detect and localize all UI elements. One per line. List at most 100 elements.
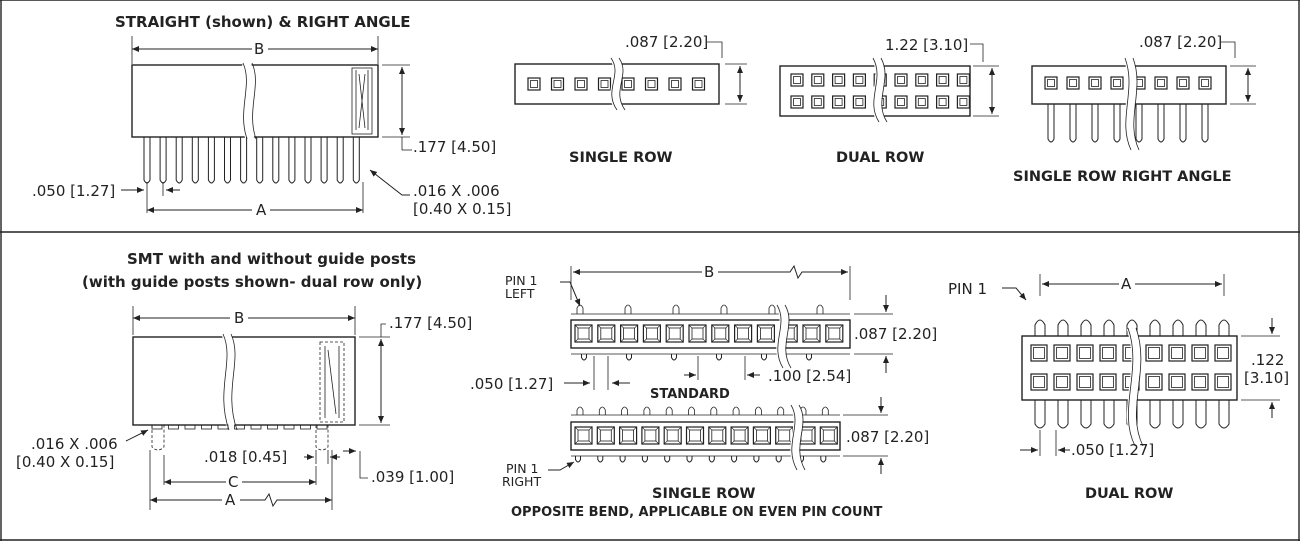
pin bbox=[716, 354, 722, 361]
smt-post-label: .018 [0.45] bbox=[204, 448, 287, 466]
contact-hole bbox=[1214, 344, 1232, 362]
contact-hole-inner bbox=[1079, 376, 1091, 388]
contact-hole-inner bbox=[938, 76, 947, 84]
contact-hole-inner bbox=[646, 327, 658, 340]
contact-hole-inner bbox=[624, 80, 632, 88]
dual-bottom-pin bbox=[1103, 400, 1115, 429]
opposite-caption-1: SINGLE ROW bbox=[652, 486, 756, 502]
contact-hole bbox=[1076, 344, 1094, 362]
contact-hole bbox=[1088, 76, 1102, 90]
contact-hole-inner bbox=[1217, 347, 1229, 359]
dual-bottom-pin bbox=[1149, 400, 1161, 429]
pin bbox=[597, 456, 604, 463]
dual-pin1-label: PIN 1 bbox=[948, 280, 987, 298]
dual-row-caption: DUAL ROW bbox=[836, 150, 924, 166]
opposite-caption-2: OPPOSITE BEND, APPLICABLE ON EVEN PIN CO… bbox=[511, 505, 882, 520]
contact-hole-inner bbox=[834, 98, 843, 106]
contact-hole-inner bbox=[760, 327, 772, 340]
pin bbox=[1126, 319, 1138, 336]
contact-hole-inner bbox=[1056, 376, 1068, 388]
pin bbox=[1103, 319, 1115, 336]
dual-bottom-pin bbox=[1057, 400, 1069, 429]
contact-hole bbox=[852, 73, 867, 87]
straight-side-view: STRAIGHT (shown) & RIGHT ANGLE B .177 [4… bbox=[32, 13, 511, 219]
contact-hole-inner bbox=[917, 98, 926, 106]
contact-hole-inner bbox=[855, 98, 864, 106]
opposite-top-pin bbox=[688, 406, 695, 415]
contact-hole bbox=[1198, 76, 1212, 90]
smt-foot bbox=[300, 424, 311, 430]
smt-title-2: (with guide posts shown- dual row only) bbox=[82, 273, 422, 291]
straight-title: STRAIGHT (shown) & RIGHT ANGLE bbox=[115, 13, 411, 31]
pin bbox=[320, 137, 328, 184]
contact-hole bbox=[668, 77, 682, 91]
smt-foot bbox=[201, 424, 212, 430]
pin bbox=[775, 456, 782, 463]
contact-hole-inner bbox=[813, 76, 822, 84]
dual-bottom-pin bbox=[1034, 400, 1046, 429]
contact-hole-inner bbox=[756, 429, 768, 442]
opposite-top-pin bbox=[665, 406, 673, 415]
pin bbox=[191, 137, 199, 184]
contact-hole bbox=[1145, 373, 1163, 391]
straight-pitch-label: .050 [1.27] bbox=[32, 182, 115, 200]
smt-pin-size-1: .016 X .006 bbox=[31, 435, 118, 453]
pin bbox=[175, 137, 183, 184]
smt-height-label: .177 [4.50] bbox=[389, 314, 472, 332]
contact-hole bbox=[1110, 76, 1124, 90]
pin bbox=[1172, 319, 1184, 336]
dual-row-smt-view: PIN 1 A .122 [3.10] .050 [1.27] DUAL ROW bbox=[948, 274, 1289, 502]
contact-hole bbox=[621, 77, 635, 91]
contact-hole bbox=[831, 95, 846, 109]
contact-hole-inner bbox=[1148, 376, 1160, 388]
smt-title-1: SMT with and without guide posts bbox=[127, 250, 416, 268]
contact-hole-inner bbox=[647, 80, 656, 88]
contact-hole bbox=[1030, 373, 1048, 391]
dual-row-top-view: 1.22 [3.10] DUAL ROW bbox=[779, 36, 999, 166]
pin bbox=[820, 456, 827, 463]
contact-hole-inner bbox=[822, 429, 835, 442]
contact-hole-inner bbox=[1113, 79, 1121, 87]
pin bbox=[619, 456, 626, 463]
contact-hole bbox=[852, 95, 867, 109]
contact-hole-inner bbox=[778, 429, 791, 442]
opposite-top-pin bbox=[643, 406, 651, 415]
opposite-height: .087 [2.20] bbox=[846, 428, 929, 446]
straight-dim-b: B bbox=[254, 40, 264, 58]
dual-dim-a: A bbox=[1121, 275, 1132, 293]
smt-foot bbox=[168, 424, 179, 430]
contact-hole-inner bbox=[530, 80, 538, 88]
contact-hole bbox=[831, 73, 846, 87]
standard-height: .087 [2.20] bbox=[854, 325, 937, 343]
contact-hole bbox=[1099, 344, 1117, 362]
pin bbox=[686, 456, 693, 463]
contact-hole-inner bbox=[897, 76, 905, 84]
contact-hole bbox=[894, 95, 908, 109]
standard-spacing: .100 [2.54] bbox=[768, 367, 851, 385]
contact-hole-inner bbox=[1217, 376, 1229, 388]
contact-hole bbox=[1053, 373, 1071, 391]
dual-caption: DUAL ROW bbox=[1085, 486, 1173, 502]
pin bbox=[224, 137, 231, 184]
contact-hole-inner bbox=[691, 327, 704, 340]
standard-caption: STANDARD bbox=[650, 387, 730, 402]
pin bbox=[1149, 319, 1161, 336]
contact-hole bbox=[894, 73, 908, 87]
pin bbox=[1057, 319, 1069, 336]
pin bbox=[304, 137, 312, 184]
contact-hole-inner bbox=[577, 429, 590, 442]
contact-hole bbox=[915, 95, 929, 109]
standard-pin1-label-1: PIN 1 bbox=[505, 273, 538, 288]
standard-top-pin bbox=[720, 304, 728, 314]
contact-hole bbox=[1066, 76, 1080, 90]
contact-hole-inner bbox=[1069, 79, 1077, 87]
standard-top-pin bbox=[672, 304, 680, 314]
contact-hole-inner bbox=[599, 429, 612, 442]
contact-hole bbox=[1145, 344, 1163, 362]
contact-hole bbox=[790, 73, 804, 87]
pin bbox=[664, 456, 671, 463]
pin bbox=[143, 137, 151, 184]
smt-dim-c: C bbox=[228, 473, 238, 491]
pin bbox=[207, 137, 215, 184]
